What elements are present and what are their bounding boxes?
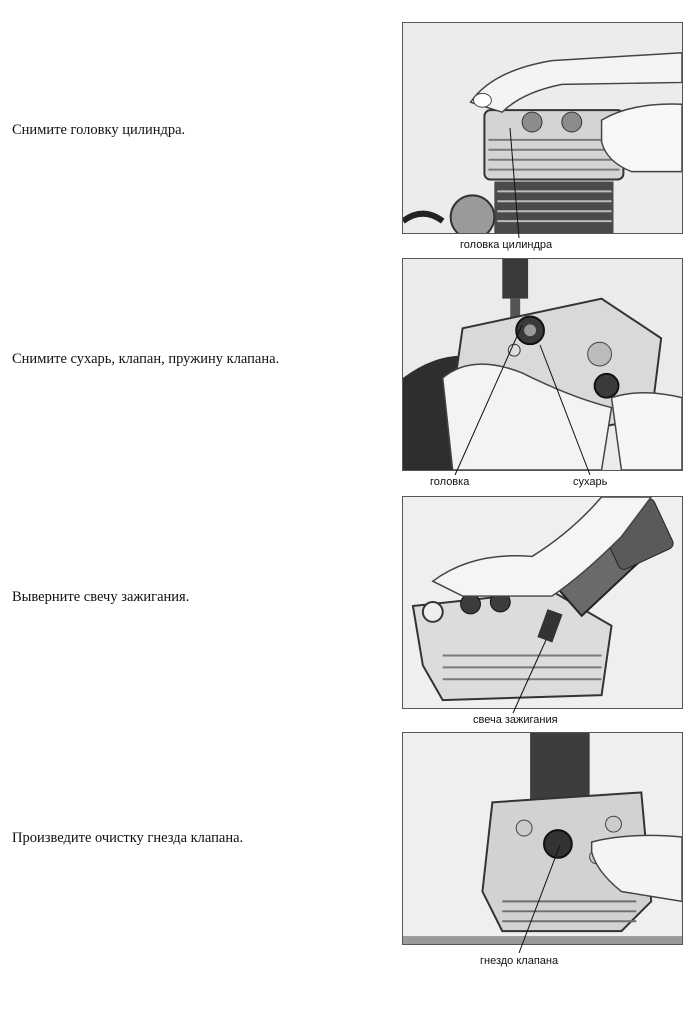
callout-valve-seat: гнездо клапана: [480, 955, 559, 967]
cylinder-head-removal-illustration: [403, 23, 682, 233]
step-3-instruction: Выверните свечу зажигания.: [12, 589, 190, 605]
step-2-photo: [402, 258, 683, 471]
step-1-photo: [402, 22, 683, 234]
callout-keeper: сухарь: [573, 476, 608, 488]
step-4-photo: [402, 732, 683, 945]
callout-head: головка: [430, 476, 470, 488]
valve-seat-cleaning-illustration: [403, 733, 682, 944]
step-1-instruction: Снимите головку цилиндра.: [12, 122, 186, 138]
step-3-photo: [402, 496, 683, 709]
spark-plug-removal-illustration: [403, 497, 682, 708]
step-2-instruction: Снимите сухарь, клапан, пружину клапана.: [12, 351, 280, 367]
callout-spark-plug: свеча зажигания: [473, 714, 558, 726]
step-4-instruction: Произведите очистку гнезда клапана.: [12, 830, 244, 846]
valve-disassembly-illustration: [403, 259, 682, 470]
callout-cylinder-head: головка цилиндра: [460, 239, 553, 251]
